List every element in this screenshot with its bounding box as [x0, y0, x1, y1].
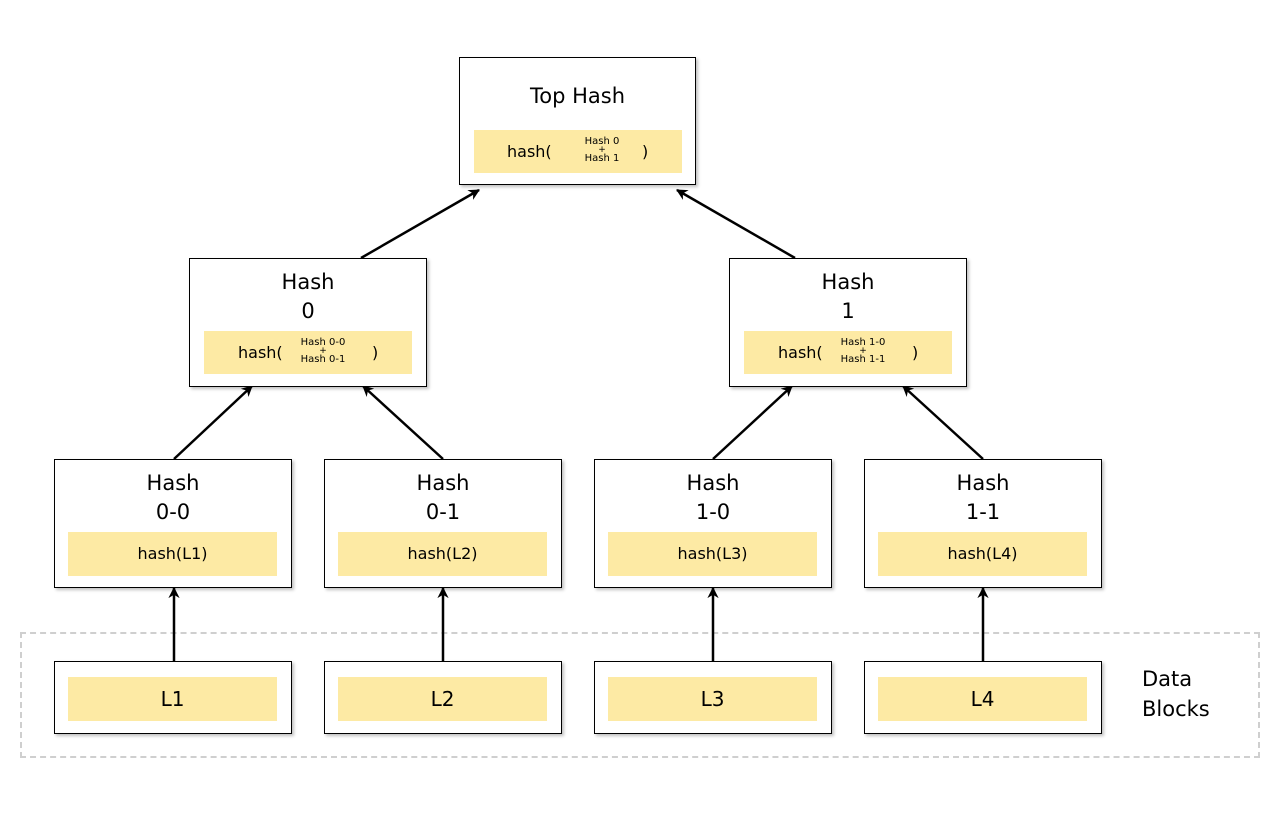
- hash-1-1-title-line2: 1-1: [965, 500, 1001, 524]
- formula-plus: +: [319, 346, 327, 356]
- formula-args: Hash 1-0 + Hash 1-1: [836, 337, 890, 365]
- hash-1-node: Hash 1 hash( Hash 1-0 + Hash 1-1 ): [729, 258, 967, 387]
- leaf-l4-content: L4: [878, 677, 1087, 721]
- hash-0-node: Hash 0 hash( Hash 0-0 + Hash 0-1 ): [189, 258, 427, 387]
- formula-open: hash(: [778, 343, 823, 362]
- hash-1-1-content-text: hash(L4): [947, 544, 1018, 563]
- hash-1-0-title-line2: 1-0: [695, 500, 731, 524]
- leaf-l2-content: L2: [338, 677, 547, 721]
- formula-args: Hash 0 + Hash 1: [580, 136, 624, 164]
- hash-0-formula: hash( Hash 0-0 + Hash 0-1 ): [204, 331, 412, 374]
- formula-arg-bottom: Hash 0-1: [300, 354, 346, 365]
- hash-0-0-content: hash(L1): [68, 532, 277, 576]
- hash-0-1-content-text: hash(L2): [407, 544, 478, 563]
- arrow-hash11-to-hash1: [902, 385, 984, 460]
- formula-arg-bottom: Hash 1-1: [840, 354, 886, 365]
- arrow-hash00-to-hash0: [173, 385, 253, 460]
- formula-arg-top: Hash 1-0: [840, 337, 886, 348]
- leaf-l4-label: L4: [970, 687, 995, 711]
- hash-1-title-line1: Hash: [821, 270, 875, 294]
- arrow-hash10-to-hash1: [712, 385, 793, 460]
- hash-1-1-content: hash(L4): [878, 532, 1087, 576]
- hash-0-0-title-line1: Hash: [146, 471, 200, 495]
- leaf-l3-node: L3: [594, 661, 832, 734]
- hash-0-1-title-line2: 0-1: [425, 500, 461, 524]
- data-blocks-group: [20, 632, 1260, 758]
- leaf-l1-label: L1: [160, 687, 185, 711]
- formula-arg-bottom: Hash 1: [584, 153, 620, 164]
- hash-0-0-title-line2: 0-0: [155, 500, 191, 524]
- leaf-l1-node: L1: [54, 661, 292, 734]
- leaf-l3-content: L3: [608, 677, 817, 721]
- top-hash-node: Top Hash hash( Hash 0 + Hash 1 ): [459, 57, 696, 185]
- leaf-l2-label: L2: [430, 687, 455, 711]
- hash-0-0-content-text: hash(L1): [137, 544, 208, 563]
- formula-plus: +: [859, 346, 867, 356]
- formula-arg-top: Hash 0: [584, 136, 620, 147]
- hash-0-1-title-line1: Hash: [416, 471, 470, 495]
- formula-plus: +: [598, 145, 606, 155]
- formula-args: Hash 0-0 + Hash 0-1: [296, 337, 350, 365]
- formula-close: ): [372, 343, 379, 362]
- hash-0-1-content: hash(L2): [338, 532, 547, 576]
- hash-1-formula: hash( Hash 1-0 + Hash 1-1 ): [744, 331, 952, 374]
- hash-0-1-node: Hash 0-1 hash(L2): [324, 459, 562, 588]
- leaf-l3-label: L3: [700, 687, 725, 711]
- arrow-hash0-to-top: [360, 188, 480, 260]
- hash-1-0-node: Hash 1-0 hash(L3): [594, 459, 832, 588]
- formula-open: hash(: [238, 343, 283, 362]
- formula-close: ): [642, 142, 649, 161]
- hash-0-0-node: Hash 0-0 hash(L1): [54, 459, 292, 588]
- hash-1-0-content: hash(L3): [608, 532, 817, 576]
- data-blocks-label-line1: Data: [1142, 667, 1193, 691]
- data-blocks-label-line2: Blocks: [1142, 697, 1210, 721]
- arrow-hash01-to-hash0: [362, 385, 444, 460]
- hash-1-0-title-line1: Hash: [686, 471, 740, 495]
- hash-1-title-line2: 1: [841, 299, 855, 323]
- hash-1-0-content-text: hash(L3): [677, 544, 748, 563]
- hash-1-1-node: Hash 1-1 hash(L4): [864, 459, 1102, 588]
- formula-close: ): [912, 343, 919, 362]
- data-blocks-label: Data Blocks: [1142, 664, 1210, 724]
- hash-0-title-line2: 0: [301, 299, 315, 323]
- leaf-l4-node: L4: [864, 661, 1102, 734]
- hash-1-1-title-line1: Hash: [956, 471, 1010, 495]
- formula-open: hash(: [507, 142, 552, 161]
- leaf-l2-node: L2: [324, 661, 562, 734]
- arrow-hash1-to-top: [676, 188, 796, 260]
- formula-arg-top: Hash 0-0: [300, 337, 346, 348]
- top-hash-formula: hash( Hash 0 + Hash 1 ): [474, 130, 682, 173]
- hash-0-title-line1: Hash: [281, 270, 335, 294]
- leaf-l1-content: L1: [68, 677, 277, 721]
- top-hash-title: Top Hash: [529, 84, 626, 108]
